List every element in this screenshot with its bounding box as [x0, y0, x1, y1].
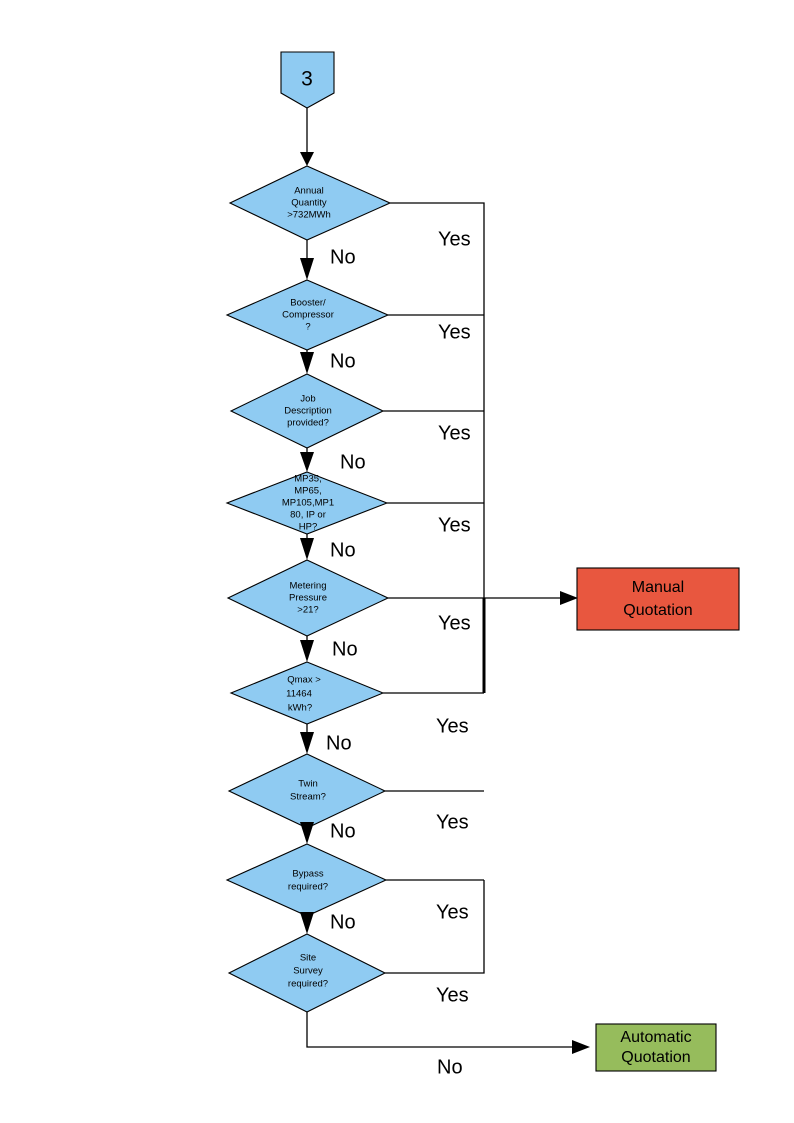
- decision-bypass-required-shape: [225, 843, 388, 917]
- terminal-manual-quotation-shape: [576, 567, 740, 631]
- arrowhead-manual-quotation: [560, 591, 578, 605]
- arrowhead-meter-type: [300, 452, 314, 472]
- decision-job-description[interactable]: Job Description provided?: [229, 373, 385, 449]
- terminal-manual-quotation[interactable]: Manual Quotation: [576, 567, 740, 631]
- decision-annual-quantity[interactable]: Annual Quantity >732MWh: [228, 165, 392, 241]
- decision-annual-quantity-line-1: Annual: [294, 186, 324, 197]
- decision-qmax-line-3: kWh?: [288, 703, 312, 714]
- decision-site-survey-line-3: required?: [288, 979, 328, 990]
- decision-meter-type-line-3: MP105,MP1: [282, 498, 334, 509]
- label-site-survey-no: No: [437, 1056, 463, 1078]
- label-twin-stream-no: No: [330, 820, 356, 842]
- decision-booster-compressor[interactable]: Booster/ Compressor ?: [225, 279, 390, 351]
- label-job-description-yes: Yes: [438, 422, 471, 444]
- terminal-manual-quotation-line-1: Manual: [632, 579, 684, 596]
- decision-metering-pressure-line-2: Pressure: [289, 593, 327, 604]
- arrowhead-twin-stream: [300, 732, 314, 754]
- arrowhead-annual-quantity: [300, 152, 314, 166]
- decision-twin-stream-line-2: Stream?: [290, 792, 326, 803]
- decision-meter-type-line-2: MP65,: [294, 486, 321, 497]
- decision-bypass-required-line-2: required?: [288, 882, 328, 893]
- label-meter-type-no: No: [330, 539, 356, 561]
- edge-annual-quantity-yes: [390, 202, 485, 598]
- decision-bypass-required-line-1: Bypass: [292, 869, 323, 880]
- decision-qmax[interactable]: Qmax > 11464 kWh?: [229, 661, 385, 725]
- decision-meter-type-line-4: 80, IP or: [290, 510, 326, 521]
- decision-booster-compressor-line-3: ?: [305, 322, 310, 333]
- start-node-3[interactable]: 3: [280, 51, 335, 109]
- arrowhead-booster-compressor: [300, 258, 314, 280]
- label-annual-quantity-yes: Yes: [438, 228, 471, 250]
- label-qmax-no: No: [326, 732, 352, 754]
- arrowhead-job-description: [300, 352, 314, 374]
- decision-meter-type-line-1: MP35,: [294, 474, 321, 485]
- decision-metering-pressure-line-3: >21?: [297, 605, 318, 616]
- label-twin-stream-yes: Yes: [436, 811, 469, 833]
- decision-job-description-line-3: provided?: [287, 418, 329, 429]
- arrowhead-automatic-quotation: [572, 1040, 590, 1054]
- arrowhead-site-survey: [300, 912, 314, 934]
- terminal-manual-quotation-line-2: Quotation: [623, 602, 692, 619]
- label-booster-compressor-no: No: [330, 350, 356, 372]
- decision-meter-type-line-5: HP?: [299, 522, 317, 533]
- arrowhead-metering-pressure: [300, 538, 314, 560]
- decision-meter-type[interactable]: MP35, MP65, MP105,MP1 80, IP or HP?: [225, 471, 389, 535]
- decision-booster-compressor-line-2: Compressor: [282, 310, 334, 321]
- label-site-survey-yes: Yes: [436, 984, 469, 1006]
- decision-annual-quantity-line-3: >732MWh: [287, 210, 331, 221]
- terminal-automatic-quotation-line-2: Quotation: [621, 1049, 690, 1066]
- decision-annual-quantity-line-2: Quantity: [291, 198, 327, 209]
- decision-twin-stream[interactable]: Twin Stream?: [227, 753, 387, 829]
- decision-bypass-required[interactable]: Bypass required?: [225, 843, 388, 917]
- decision-qmax-line-1: Qmax >: [287, 675, 321, 686]
- decision-metering-pressure[interactable]: Metering Pressure >21?: [226, 559, 390, 637]
- decision-site-survey[interactable]: Site Survey required?: [227, 933, 387, 1013]
- arrowhead-qmax: [300, 640, 314, 662]
- decision-site-survey-line-1: Site: [300, 953, 316, 964]
- decision-twin-stream-line-1: Twin: [298, 779, 318, 790]
- label-bypass-required-yes: Yes: [436, 901, 469, 923]
- label-metering-pressure-yes: Yes: [438, 612, 471, 634]
- terminal-automatic-quotation-shape: [595, 1023, 717, 1072]
- label-annual-quantity-no: No: [330, 246, 356, 268]
- label-metering-pressure-no: No: [332, 638, 358, 660]
- label-job-description-no: No: [340, 451, 366, 473]
- start-node-label: 3: [301, 68, 313, 91]
- label-meter-type-yes: Yes: [438, 514, 471, 536]
- terminal-automatic-quotation[interactable]: Automatic Quotation: [595, 1023, 717, 1072]
- label-bypass-required-no: No: [330, 911, 356, 933]
- decision-job-description-line-1: Job: [300, 394, 315, 405]
- edge-site-survey-yes: [385, 880, 485, 974]
- decision-site-survey-line-2: Survey: [293, 966, 323, 977]
- edge-site-survey-no: [306, 1012, 578, 1048]
- arrowhead-bypass-required: [300, 822, 314, 844]
- decision-job-description-line-2: Description: [284, 406, 332, 417]
- decision-metering-pressure-line-1: Metering: [290, 581, 327, 592]
- start-pentagon-shape: [280, 51, 335, 109]
- label-qmax-yes: Yes: [436, 715, 469, 737]
- decision-booster-compressor-line-1: Booster/: [290, 298, 326, 309]
- label-booster-compressor-yes: Yes: [438, 321, 471, 343]
- terminal-automatic-quotation-line-1: Automatic: [620, 1029, 691, 1046]
- decision-qmax-line-2: 11464: [286, 689, 312, 700]
